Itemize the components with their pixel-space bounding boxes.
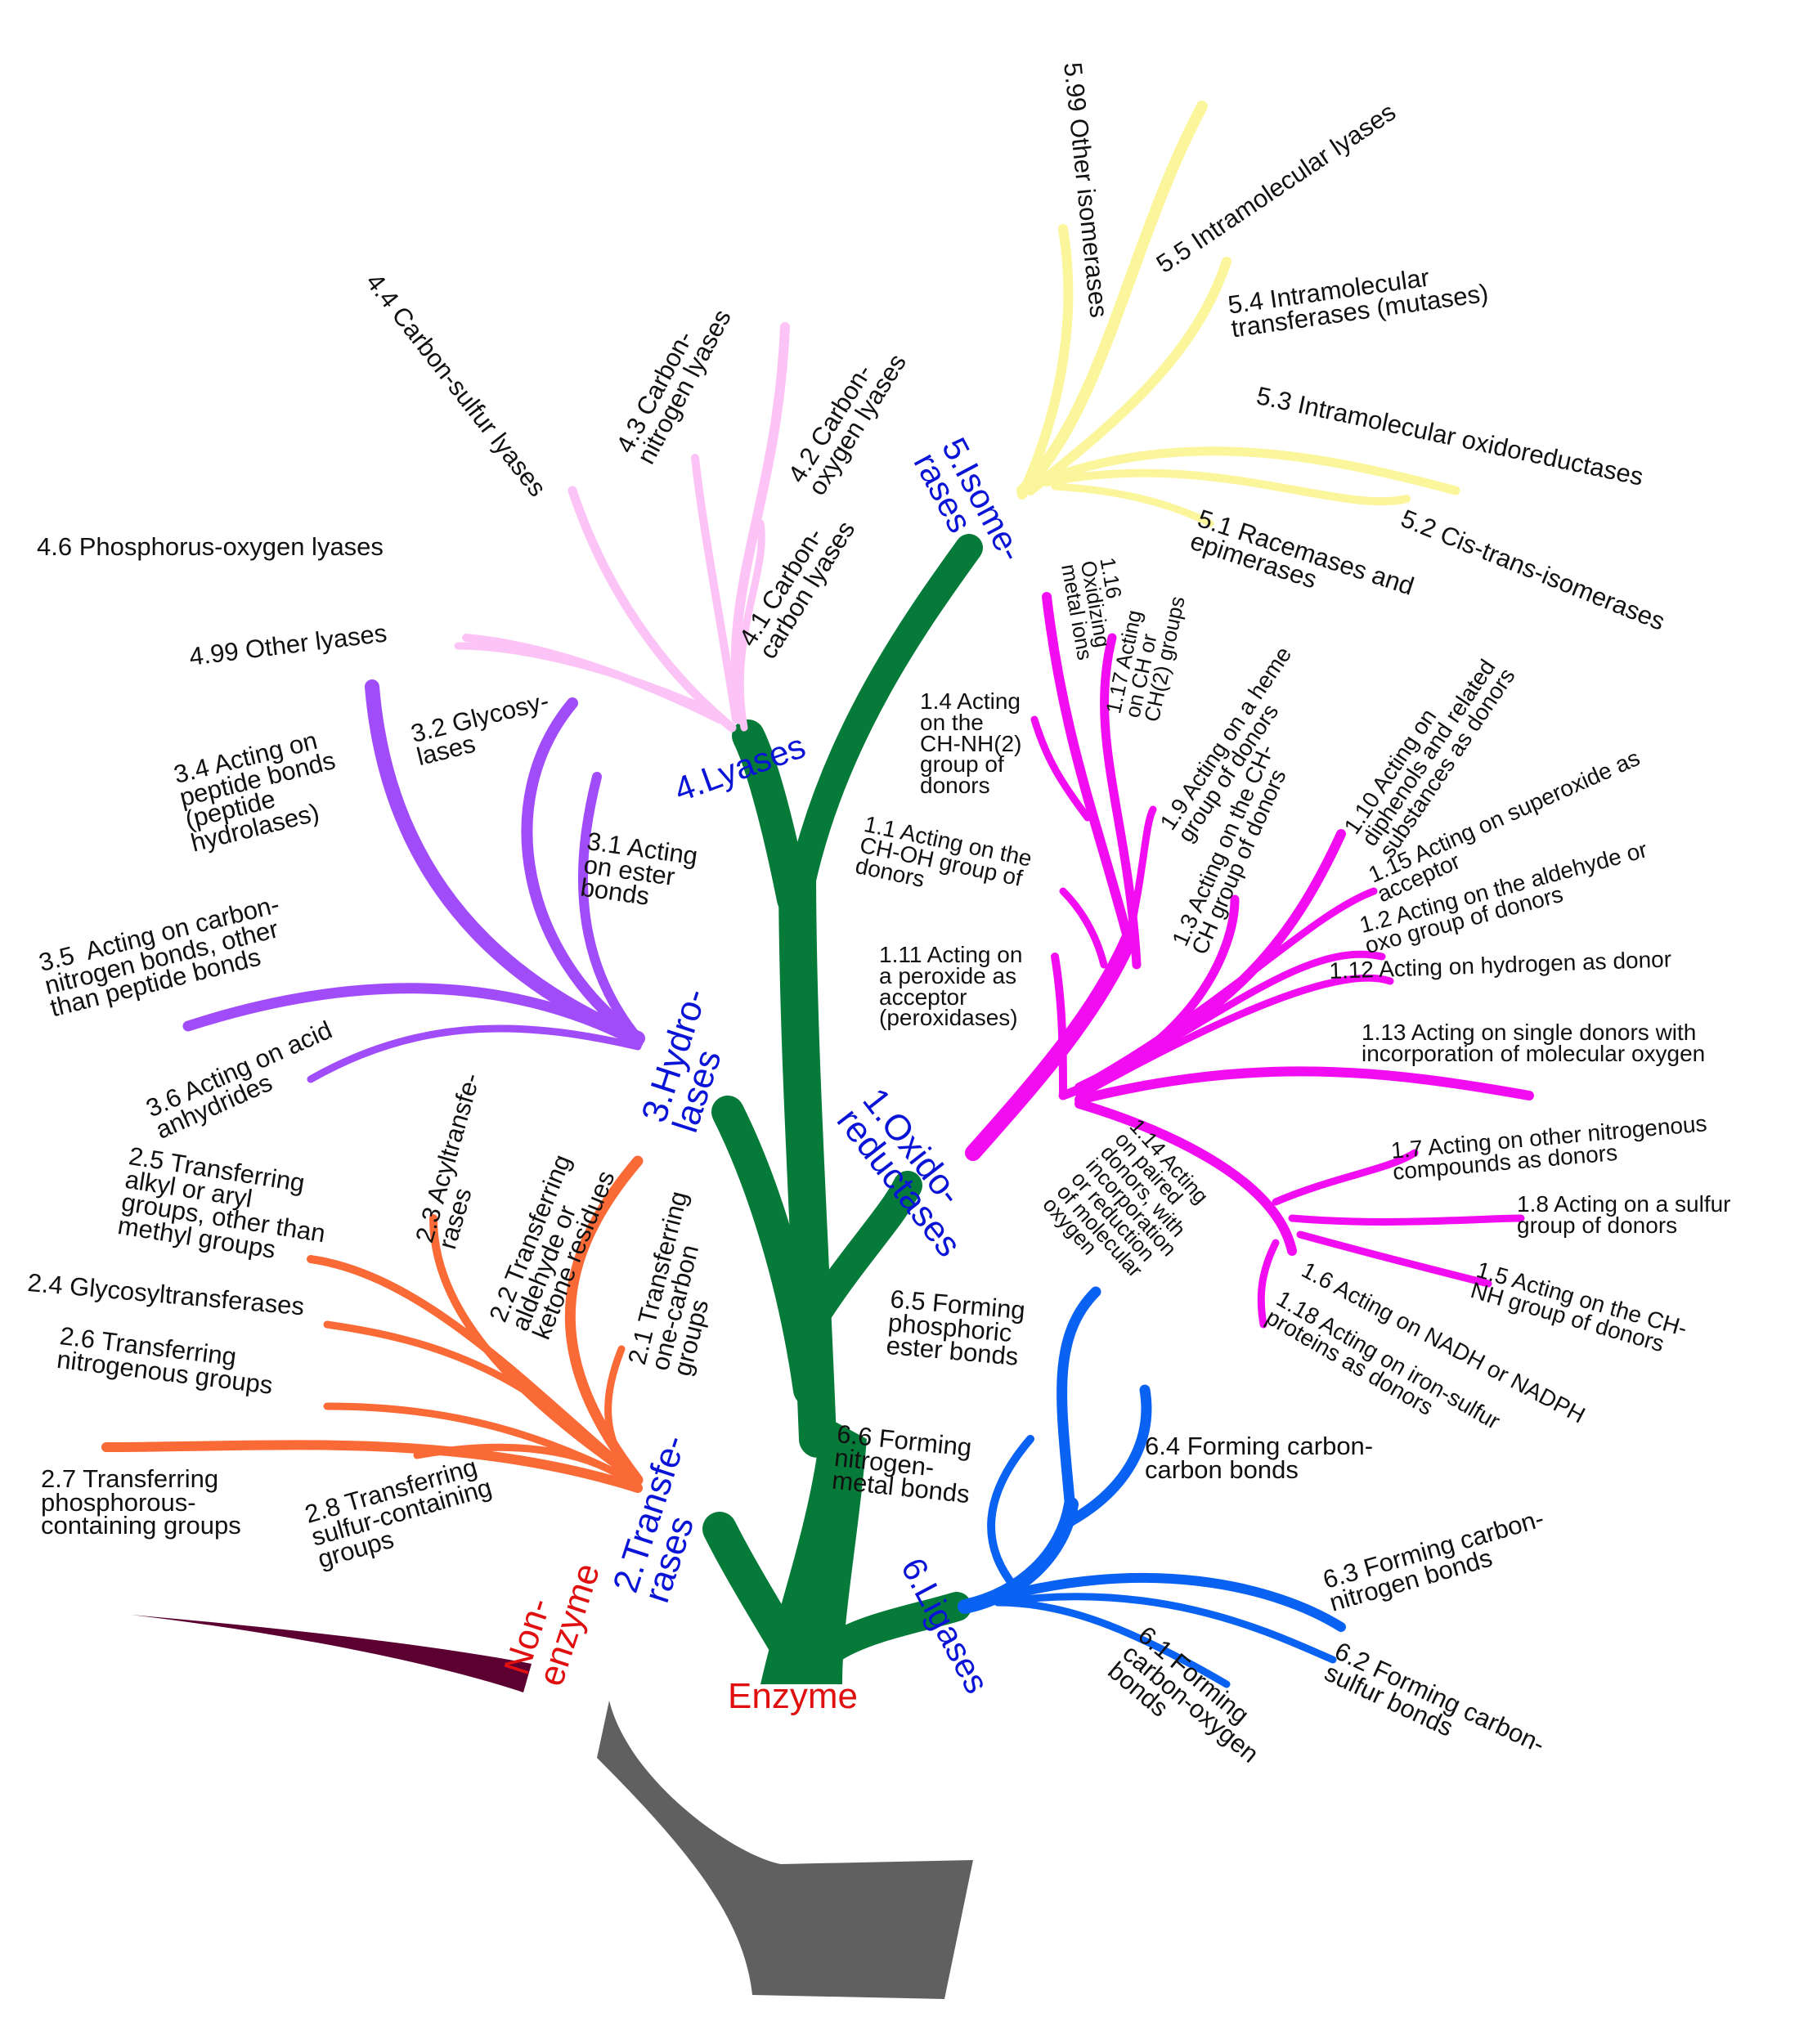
trunk	[597, 1701, 973, 1999]
subclass-1-11: 1.11 Acting on a peroxide as acceptor (p…	[879, 942, 1023, 1031]
branch-1-16	[1042, 592, 1133, 945]
branch-1-6	[1074, 1099, 1297, 1256]
ligases-branches	[958, 1286, 1346, 1688]
subclass-6-5: 6.5 Forming phosphoric ester bonds	[885, 1284, 1027, 1371]
branch-4-1	[736, 519, 765, 732]
branch-3-6	[307, 1024, 642, 1083]
branch-1-2	[1075, 950, 1386, 1096]
branch-5-5	[1016, 101, 1208, 496]
branch-5-4	[1025, 257, 1231, 495]
subclass-1-4: 1.4 Acting on the CH-NH(2) group of dono…	[920, 688, 1022, 798]
branch-1-1	[1059, 887, 1108, 969]
branch-3-2	[521, 697, 644, 1044]
enzyme-label: Enzyme	[728, 1676, 858, 1716]
branch-1-7	[1272, 1149, 1419, 1206]
branch-1-15	[1075, 887, 1378, 1091]
branch-1-18	[1257, 1239, 1280, 1329]
branch-1-13	[1074, 1066, 1534, 1105]
branch-3-4	[365, 679, 645, 1046]
stem-to-transferases	[702, 1512, 802, 1661]
subclass-3-1: 3.1 Acting on ester bonds	[578, 827, 700, 911]
branch-5-1	[1051, 482, 1214, 527]
non-enzyme-branch	[131, 1615, 532, 1692]
central-stem	[778, 848, 837, 1458]
branch-2-7	[101, 1440, 643, 1493]
branch-3-1	[577, 772, 643, 1043]
main-branches	[702, 534, 983, 1662]
subclass-6-6: 6.6 Forming nitrogen- metal bonds	[830, 1419, 973, 1509]
branch-2-1	[604, 1345, 642, 1484]
stem-to-ligases	[819, 1592, 971, 1662]
branch-6-6	[987, 1435, 1034, 1590]
branch-3-5	[182, 983, 644, 1048]
branch-5-2	[1043, 468, 1411, 506]
branch-1-8	[1288, 1214, 1525, 1226]
lyases-branches	[454, 322, 790, 733]
branch-4-3	[691, 454, 740, 724]
subclass-6-4: 6.4 Forming carbon- carbon bonds	[1145, 1432, 1374, 1484]
branch-6-3	[976, 1572, 1346, 1632]
branch-6-5	[1057, 1286, 1101, 1526]
branch-2-4	[323, 1320, 642, 1488]
branch-5-99	[1017, 224, 1074, 500]
branch-6-4	[1065, 1384, 1152, 1526]
subclass-1-13: 1.13 Acting on single donors with incorp…	[1362, 1020, 1706, 1066]
branch-5-3	[1034, 446, 1460, 495]
hydrolases-branches	[182, 679, 645, 1083]
branch-4-4	[568, 486, 737, 733]
subclass-4-6: 4.6 Phosphorus-oxygen lyases	[37, 532, 384, 561]
branch-1-5	[1296, 1230, 1492, 1288]
branch-4-99	[454, 642, 716, 715]
stem-to-lyases	[732, 719, 810, 916]
oxidoreductases-branches	[965, 592, 1534, 1329]
branch-1-9	[1124, 805, 1157, 944]
branch-4-2	[730, 322, 790, 724]
branch-1-12	[1075, 974, 1394, 1100]
branch-2-8	[413, 1443, 642, 1492]
isomerases-branches	[1016, 101, 1460, 527]
branch-2-3	[429, 1214, 642, 1484]
branch-1-4	[1030, 715, 1092, 822]
subclass-2-7: 2.7 Transferring phosphorous- containing…	[41, 1464, 241, 1540]
stem-to-isomerases	[787, 534, 983, 897]
branch-6-2	[994, 1593, 1337, 1664]
subclass-1-8: 1.8 Acting on a sulfur group of donors	[1517, 1191, 1731, 1238]
branch-1-11	[1051, 953, 1067, 1100]
branch-6-1	[994, 1598, 1231, 1688]
transferases-branches	[101, 1155, 644, 1493]
